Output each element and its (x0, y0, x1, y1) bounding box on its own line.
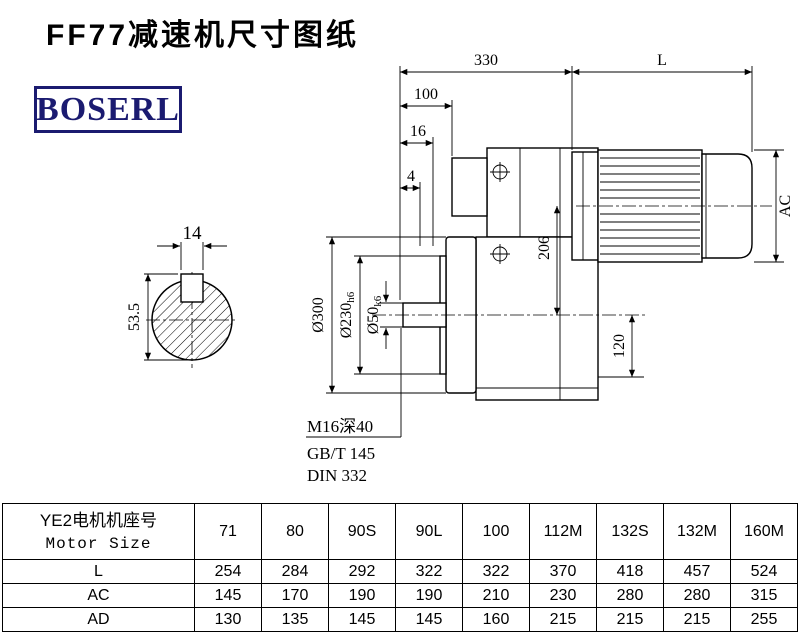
cell: 160 (462, 607, 530, 632)
table-header-motor-size: YE2电机机座号 Motor Size (2, 503, 195, 560)
shaft-cross-section: 14 53.5 (126, 223, 238, 368)
cell: 280 (596, 583, 664, 608)
dim-dia50k6: Ø50k6 (365, 295, 384, 334)
dim-dia230h6: Ø230h6 (338, 291, 357, 338)
cell: 322 (462, 559, 530, 584)
row-label-L: L (2, 559, 195, 584)
gearbox-lower-housing (475, 236, 599, 401)
cell: 315 (730, 583, 798, 608)
cell: 280 (663, 583, 731, 608)
dimensions: 330 L 100 16 4 AC Ø300 Ø230h6 Ø50k6 206 (310, 52, 794, 394)
header-en: Motor Size (45, 534, 152, 553)
dim-AC: AC (777, 195, 794, 217)
cell: 254 (194, 559, 262, 584)
table-row-L: L 254 284 292 322 322 370 418 457 524 (2, 559, 798, 584)
row-label-AD: AD (2, 607, 195, 632)
cell: 284 (261, 559, 329, 584)
row-label-AC: AC (2, 583, 195, 608)
cell: 370 (529, 559, 597, 584)
cell: 170 (261, 583, 329, 608)
cell: 215 (529, 607, 597, 632)
cell: 215 (663, 607, 731, 632)
col-header-100: 100 (462, 503, 530, 560)
cell: 130 (194, 607, 262, 632)
cell: 210 (462, 583, 530, 608)
cell: 292 (328, 559, 396, 584)
cell: 145 (328, 607, 396, 632)
cell: 255 (730, 607, 798, 632)
bolt-hole-symbols (490, 162, 510, 264)
page-title: FF77减速机尺寸图纸 (46, 19, 360, 52)
table-row-AC: AC 145 170 190 190 210 230 280 280 315 (2, 583, 798, 608)
cell: 457 (663, 559, 731, 584)
dim-L: L (657, 52, 667, 69)
cell: 418 (596, 559, 664, 584)
note-din-standard: DIN 332 (307, 466, 367, 485)
dim-dia300: Ø300 (310, 297, 327, 333)
cell: 524 (730, 559, 798, 584)
technical-drawing: 14 53.5 (126, 52, 794, 485)
reducer-assembly (372, 147, 772, 401)
col-header-80: 80 (261, 503, 329, 560)
brand-logo-text: BOSERL (36, 90, 180, 128)
motor-fins (600, 157, 700, 255)
col-header-132s: 132S (596, 503, 664, 560)
dim-key-height: 53.5 (126, 303, 143, 331)
col-header-160m: 160M (730, 503, 798, 560)
dim-100: 100 (414, 86, 438, 103)
motor-dimension-table: YE2电机机座号 Motor Size 71 80 90S 90L 100 11… (2, 503, 798, 632)
cell: 230 (529, 583, 597, 608)
col-header-112m: 112M (529, 503, 597, 560)
col-header-71: 71 (194, 503, 262, 560)
dim-330: 330 (474, 52, 498, 69)
col-header-90l: 90L (395, 503, 463, 560)
dim-16: 16 (410, 123, 426, 140)
col-header-132m: 132M (663, 503, 731, 560)
cell: 190 (395, 583, 463, 608)
input-cover (451, 157, 488, 217)
dim-4: 4 (407, 168, 415, 185)
dim-206: 206 (536, 236, 553, 260)
cell: 215 (596, 607, 664, 632)
cell: 145 (395, 607, 463, 632)
col-header-90s: 90S (328, 503, 396, 560)
keyway (180, 273, 204, 303)
dim-key-width: 14 (183, 223, 203, 244)
cell: 322 (395, 559, 463, 584)
note-gb-standard: GB/T 145 (307, 444, 375, 463)
dim-120: 120 (611, 334, 628, 358)
cell: 190 (328, 583, 396, 608)
note-tapped-hole: M16深40 (307, 417, 373, 436)
shaft-end-notes: M16深40 GB/T 145 DIN 332 (306, 328, 402, 485)
cell: 135 (261, 607, 329, 632)
header-cn: YE2电机机座号 (39, 510, 158, 530)
motor-body (597, 149, 703, 263)
brand-logo: BOSERL (34, 86, 182, 133)
cell: 145 (194, 583, 262, 608)
table-header-row: YE2电机机座号 Motor Size 71 80 90S 90L 100 11… (2, 503, 798, 560)
table-row-AD: AD 130 135 145 145 160 215 215 215 255 (2, 607, 798, 632)
